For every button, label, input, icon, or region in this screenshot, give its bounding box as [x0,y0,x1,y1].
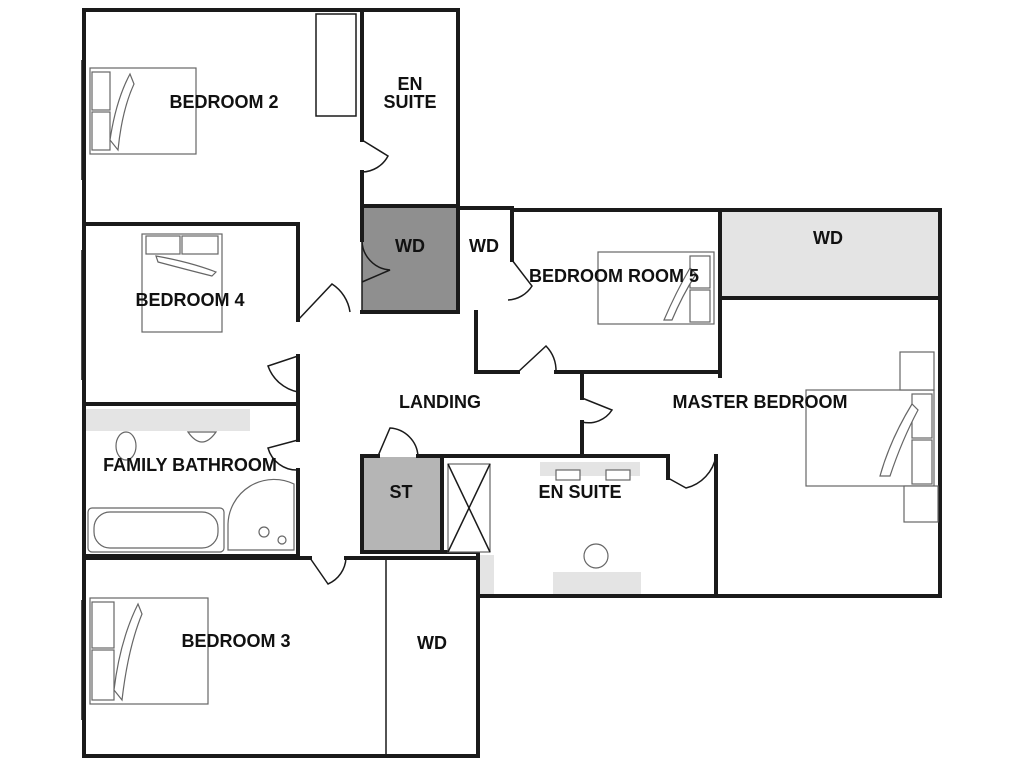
bathtub-icon [87,507,225,553]
sink-icon [186,431,218,443]
room-label-bedroom-4: BEDROOM 4 [135,290,244,310]
toilet-icon [115,431,137,461]
master-wardrobe [720,210,938,298]
bed-icon [89,597,209,705]
bed-icon [597,251,715,325]
shower-tray-icon [447,463,491,553]
room-label-ensuite-top: EN [397,74,422,94]
ensuite-sink-icon [555,469,631,481]
room-label-landing: LANDING [399,392,481,412]
room-label-wd-master: WD [813,228,843,248]
room-label-wd-dark: WD [395,236,425,256]
ensuite-shower-shade [480,555,494,595]
room-label-bedroom-5: BEDROOM ROOM 5 [529,266,699,286]
bed-icon [805,351,939,523]
doors [267,139,717,585]
storage-cupboard [362,457,440,551]
room-label-ensuite-master: EN SUITE [538,482,621,502]
bed-icon [141,233,223,333]
room-label-master-bedroom: MASTER BEDROOM [673,392,848,412]
room-label-family-bathroom: FAMILY BATHROOM [103,455,277,475]
room-label-ensuite-top-2: SUITE [383,92,436,112]
room-label-bedroom-3: BEDROOM 3 [181,631,290,651]
ensuite-vanity [553,572,641,594]
bed-icon [89,67,197,155]
room-label-wd-bedroom-3: WD [417,633,447,653]
bathroom-counter [86,409,250,431]
partitions [81,9,941,757]
shower-icon [227,478,295,551]
wardrobe-dark [362,208,456,312]
room-label-wd-small: WD [469,236,499,256]
room-label-bedroom-2: BEDROOM 2 [169,92,278,112]
ensuite-toilet-icon [583,543,609,569]
room-label-st: ST [389,482,412,502]
